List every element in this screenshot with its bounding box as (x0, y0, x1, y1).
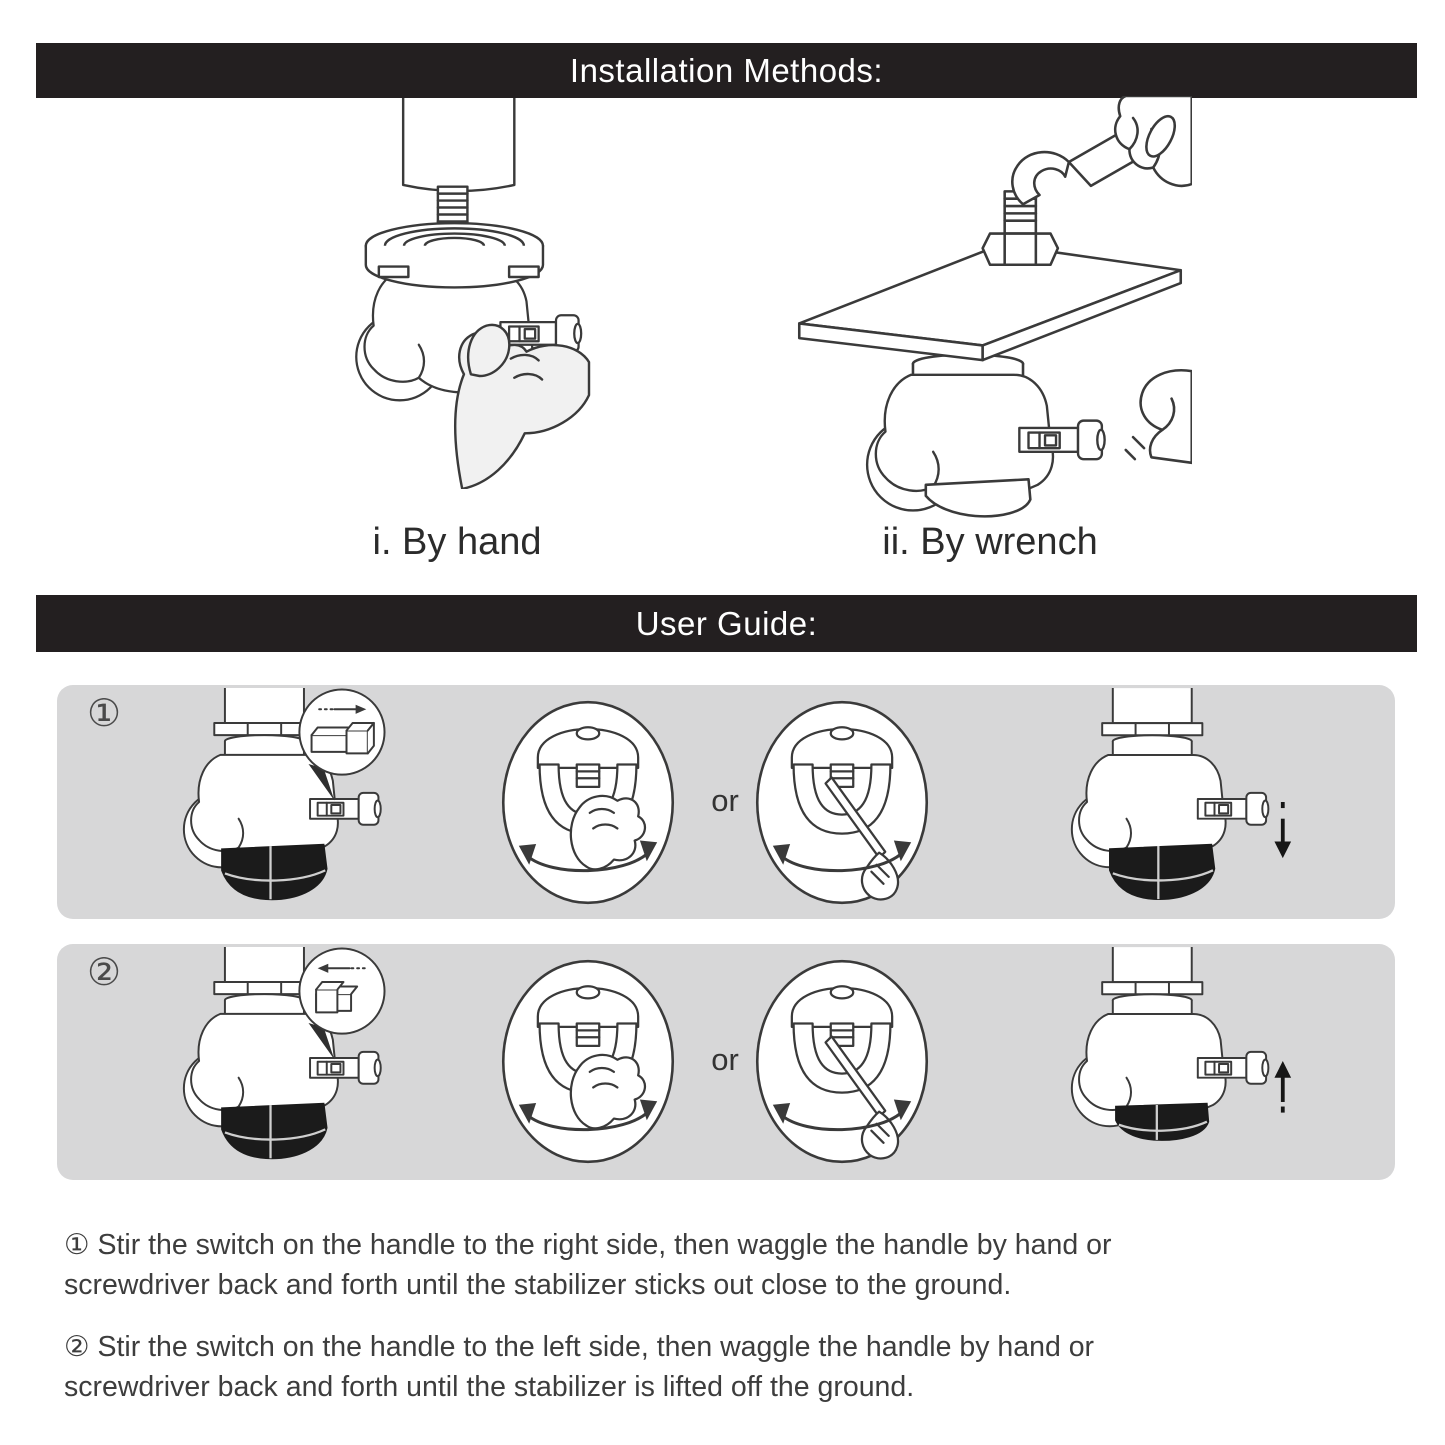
up-arrow-icon (1272, 1059, 1294, 1120)
by-hand-caption: i. By hand (372, 521, 542, 563)
by-wrench-illustration (797, 96, 1192, 518)
by-wrench-caption: ii. By wrench (882, 521, 1098, 563)
switch-left-arrow-icon (298, 947, 386, 1035)
step-2-caster-with-switch-callout (182, 947, 386, 1160)
instruction-step-1-text: ① Stir the switch on the handle to the r… (64, 1229, 1112, 1301)
machine-leg (401, 98, 516, 193)
caster-under-plate (865, 353, 1106, 518)
step-1-caster-with-switch-callout (182, 688, 386, 901)
waggle-by-hand-detail (501, 959, 675, 1164)
by-hand-illustration (355, 98, 591, 489)
waggle-by-screwdriver-detail (755, 959, 929, 1164)
callout-pointer (308, 764, 335, 801)
lower-hand (1124, 369, 1192, 465)
step-2-result-caster (1070, 947, 1294, 1142)
user-guide-title: User Guide: (635, 605, 818, 642)
threaded-stem (436, 185, 469, 228)
mounting-plate (797, 243, 1183, 362)
step-1-result-caster (1070, 688, 1294, 901)
user-guide-header: User Guide: (36, 595, 1417, 652)
switch-right-arrow-icon (298, 688, 386, 776)
installation-methods-title: Installation Methods: (569, 52, 884, 89)
or-label: or (711, 1042, 739, 1077)
down-arrow-icon (1272, 800, 1294, 861)
gripping-hand (454, 323, 591, 489)
user-guide-step-2: ② or (57, 944, 1395, 1180)
callout-pointer (308, 1023, 335, 1060)
installation-methods-header: Installation Methods: (36, 43, 1417, 98)
step-1-number: ① (87, 691, 122, 735)
step-2-number: ② (87, 950, 122, 994)
swivel-top-plate (364, 221, 545, 289)
instruction-step-2-text: ② Stir the switch on the handle to the l… (64, 1331, 1095, 1403)
upper-hand (1113, 96, 1192, 188)
waggle-by-screwdriver-detail (755, 700, 929, 905)
user-guide-step-1: ① or (57, 685, 1395, 919)
or-label: or (711, 783, 739, 818)
waggle-by-hand-detail (501, 700, 675, 905)
